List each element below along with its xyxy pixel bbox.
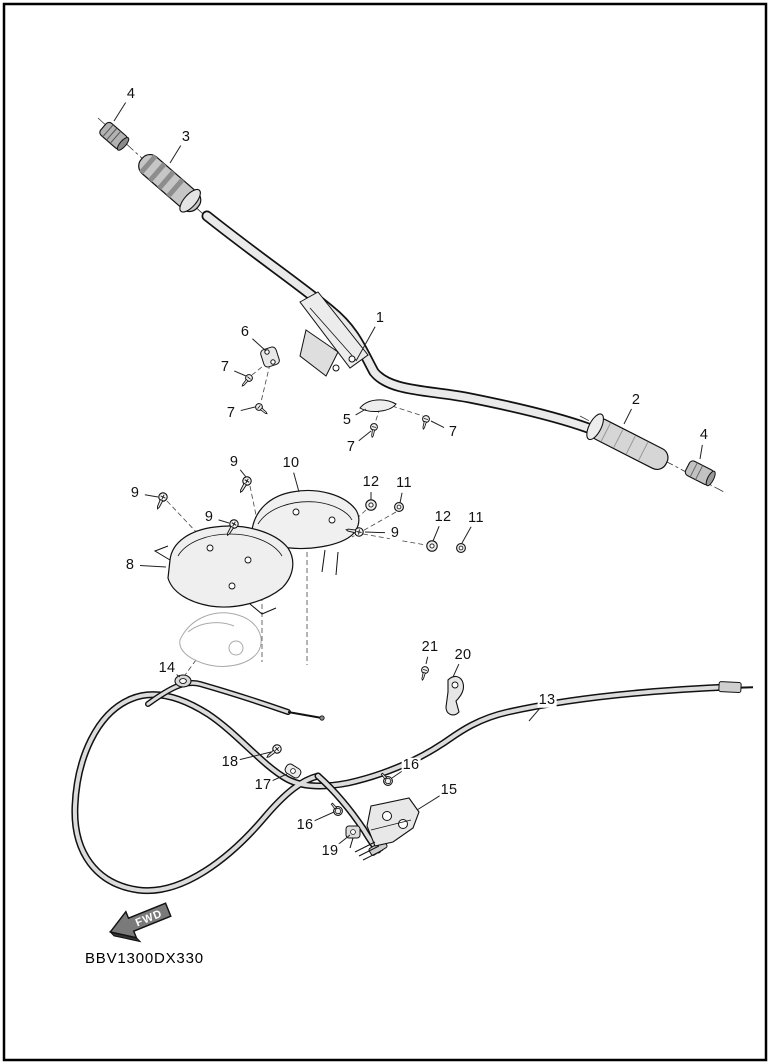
- handlebar: [201, 210, 594, 434]
- leader-line: [233, 370, 247, 377]
- lower-cover: [153, 525, 294, 615]
- leader-line: [144, 494, 159, 498]
- clamp-screw: [368, 422, 379, 439]
- nut: [456, 543, 466, 553]
- leader-line: [355, 326, 376, 362]
- mount-bracket: [354, 797, 420, 861]
- leader-line: [218, 519, 230, 524]
- leader-line: [313, 811, 335, 822]
- cable-guide: [260, 346, 280, 368]
- leader-line: [430, 420, 445, 428]
- leader-line: [239, 751, 272, 761]
- left-bar-end: [99, 121, 130, 151]
- washer: [426, 540, 438, 552]
- leader-line: [358, 430, 372, 442]
- leader-line: [139, 565, 167, 568]
- leader-line: [399, 492, 403, 504]
- leader-line: [240, 406, 256, 412]
- short-cable: [145, 680, 325, 721]
- holder-screw: [418, 665, 430, 682]
- leader-line: [293, 472, 300, 493]
- diagram-code: BBV1300DX330: [85, 950, 204, 967]
- clamp-screw: [263, 742, 284, 762]
- leader-line: [271, 773, 288, 782]
- leader-line: [623, 408, 632, 425]
- leader-line: [425, 656, 429, 665]
- cable-grommet: [174, 674, 192, 688]
- right-bar-end: [684, 460, 716, 487]
- leader-lines: [113, 102, 703, 846]
- leader-line: [252, 338, 267, 352]
- nut: [394, 502, 404, 512]
- leader-line: [528, 707, 541, 722]
- leader-line: [432, 526, 440, 542]
- leader-line: [416, 794, 441, 811]
- cover-screw: [236, 474, 254, 495]
- clamp-screw: [419, 414, 431, 431]
- leader-line: [337, 834, 351, 846]
- leader-line: [169, 145, 182, 164]
- clamp-screw: [253, 401, 270, 417]
- brake-cable: [71, 681, 754, 895]
- leader-line: [364, 531, 386, 534]
- leader-line: [461, 526, 472, 544]
- right-grip: [586, 413, 669, 471]
- washer: [365, 499, 377, 511]
- lever-bracket: [359, 399, 397, 412]
- handlebar-clamp: [299, 291, 369, 377]
- leader-line: [239, 469, 247, 478]
- fwd-arrow: FWD: [108, 902, 172, 943]
- cover-screw: [153, 490, 170, 512]
- left-grip: [138, 153, 202, 213]
- leader-line: [391, 770, 404, 779]
- ghost-part: [179, 612, 262, 667]
- cable-holder: [445, 675, 465, 716]
- leader-line: [452, 663, 460, 678]
- leader-line: [355, 408, 367, 416]
- clamp-screw: [239, 372, 255, 389]
- cable-clamp: [284, 763, 302, 779]
- leader-line: [699, 444, 703, 460]
- leader-line: [113, 102, 127, 122]
